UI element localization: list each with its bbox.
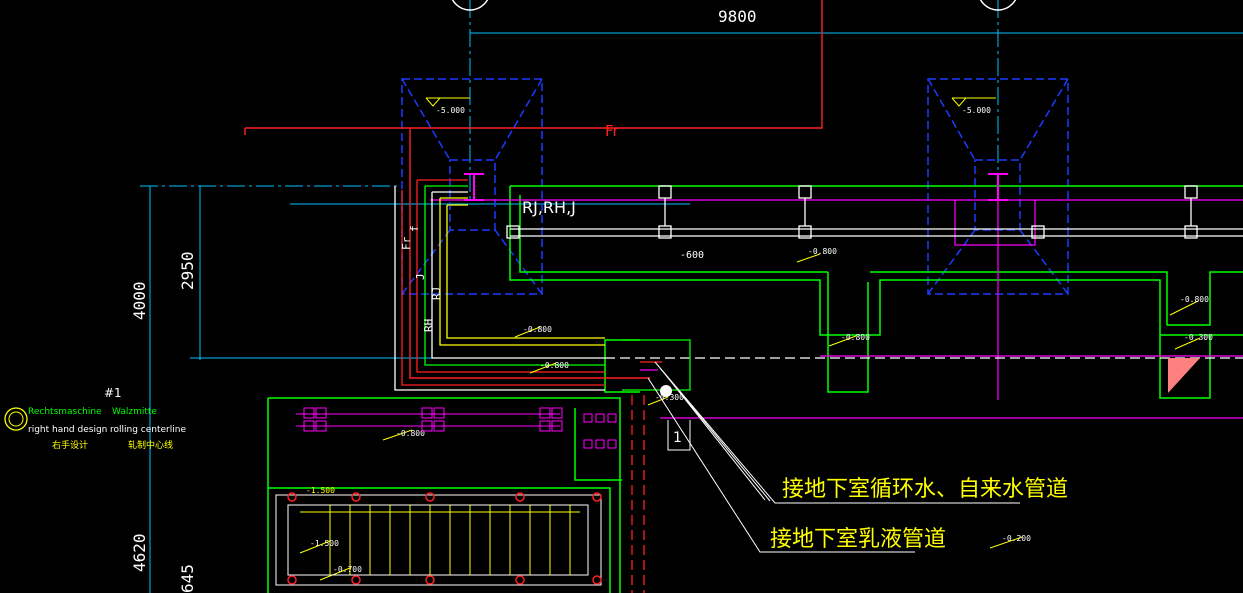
- elev-e3: -0.800: [540, 361, 569, 370]
- legend-l3: 右手设计: [52, 439, 88, 451]
- tag-1: 1: [673, 430, 682, 446]
- dim-left-b: 2950: [178, 251, 197, 290]
- elev-e11: -0.200: [1002, 534, 1031, 543]
- pipe-bundle-tags: Fr J RJ RH f: [400, 225, 443, 332]
- elev-e6: -0.800: [1180, 295, 1209, 304]
- riser: [605, 339, 1243, 593]
- pipe-fr: [244, 0, 823, 379]
- axis-lines: [140, 0, 1243, 593]
- tag-rj: RJ: [430, 287, 443, 300]
- elev-e10: -0.700: [333, 565, 362, 574]
- legend-circle: [4, 407, 28, 431]
- trench-outline: [267, 185, 1243, 593]
- legend-r3: 轧制中心线: [128, 439, 173, 451]
- note-water: 接地下室循环水、自来水管道: [782, 477, 1068, 502]
- leaders: [647, 361, 1020, 553]
- bolt-rows: [296, 407, 617, 449]
- columns: [464, 173, 1008, 201]
- elev-e4: -0.800: [396, 429, 425, 438]
- trench-inner: [430, 199, 1243, 419]
- riser-marker: [660, 385, 672, 397]
- handrail: [506, 185, 1243, 239]
- conveyor: [275, 492, 602, 586]
- elev-pit-right: -5.000: [962, 106, 991, 115]
- elev-e12: -1.500: [306, 486, 335, 495]
- dim-top: 9800: [718, 7, 757, 26]
- axis-bubble-left: [451, 0, 489, 11]
- note-emulsion: 接地下室乳液管道: [770, 527, 946, 552]
- label-fr: Fr: [605, 122, 620, 140]
- label-group: RJ,RH,J: [522, 198, 576, 217]
- dimensions: 9800 4000 2950 4620 645: [130, 7, 757, 593]
- legend-l1: Rechtsmaschine: [28, 407, 102, 417]
- dim-left-a: 4000: [130, 281, 149, 320]
- tag-j: J: [414, 273, 427, 280]
- dim-left-c: 4620: [130, 533, 149, 572]
- fill-hatch: [1168, 358, 1200, 393]
- dim-left-d: 645: [178, 564, 197, 593]
- legend-circle-inner: [8, 411, 24, 427]
- legend: #1 Rechtsmaschine right hand design 右手设计…: [4, 386, 186, 451]
- elevation-markers: -5.000 -5.000 -600 -0.800 -0.800 -0.800 …: [299, 97, 1213, 581]
- marker-label: #1: [104, 386, 122, 400]
- pipe-bundle: [394, 179, 605, 391]
- legend-r2: rolling centerline: [110, 425, 186, 435]
- legend-l2: right hand design: [28, 425, 107, 435]
- elev-e9: -1.500: [310, 539, 339, 548]
- elev-trench: -600: [680, 250, 704, 261]
- elev-e5: -0.800: [841, 333, 870, 342]
- tag-f: f: [408, 225, 421, 232]
- elev-e8: -0.300: [655, 393, 684, 402]
- tag-fr: Fr: [400, 236, 413, 250]
- tag-rh: RH: [422, 319, 435, 332]
- legend-r1: Walzmitte: [112, 407, 157, 417]
- axis-bubble-right: [979, 0, 1017, 11]
- elev-e2: -0.800: [523, 325, 552, 334]
- elev-e7: -0.300: [1184, 333, 1213, 342]
- elev-pit-left: -5.000: [436, 106, 465, 115]
- elev-e1: -0.800: [808, 247, 837, 256]
